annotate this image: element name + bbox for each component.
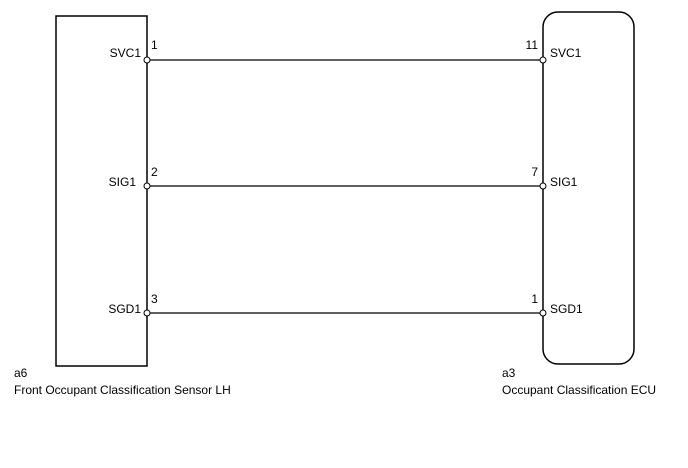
sensor-code: a6 <box>14 366 28 380</box>
ecu-terminal-2 <box>539 182 547 190</box>
sensor-pin-label-3: 3 <box>151 292 158 306</box>
ecu-signal-label-1: SVC1 <box>550 46 582 60</box>
ecu-code: a3 <box>502 366 516 380</box>
sensor-signal-label-2: SIG1 <box>109 175 137 189</box>
connection-row-1: SVC1 1 11 SVC1 <box>110 38 582 64</box>
sensor-pin-label-1: 1 <box>151 38 158 52</box>
ecu-pin-label-1: 11 <box>526 38 539 52</box>
ecu-terminal-3 <box>539 309 547 317</box>
connection-row-3: SGD1 3 1 SGD1 <box>108 292 583 317</box>
ecu-signal-label-3: SGD1 <box>550 302 583 316</box>
ecu-pin-label-3: 1 <box>531 292 538 306</box>
sensor-signal-label-3: SGD1 <box>108 302 141 316</box>
ecu-pin-label-2: 7 <box>531 165 538 179</box>
sensor-pin-label-2: 2 <box>151 165 158 179</box>
sensor-block <box>55 15 148 367</box>
ecu-signal-label-2: SIG1 <box>550 175 578 189</box>
sensor-signal-label-1: SVC1 <box>110 46 142 60</box>
connection-row-2: SIG1 2 7 SIG1 <box>109 165 578 190</box>
sensor-terminal-2 <box>143 182 151 190</box>
sensor-name: Front Occupant Classification Sensor LH <box>14 383 231 397</box>
sensor-terminal-1 <box>143 56 151 64</box>
sensor-terminal-3 <box>143 309 151 317</box>
ecu-terminal-1 <box>539 56 547 64</box>
ecu-name: Occupant Classification ECU <box>502 383 656 397</box>
